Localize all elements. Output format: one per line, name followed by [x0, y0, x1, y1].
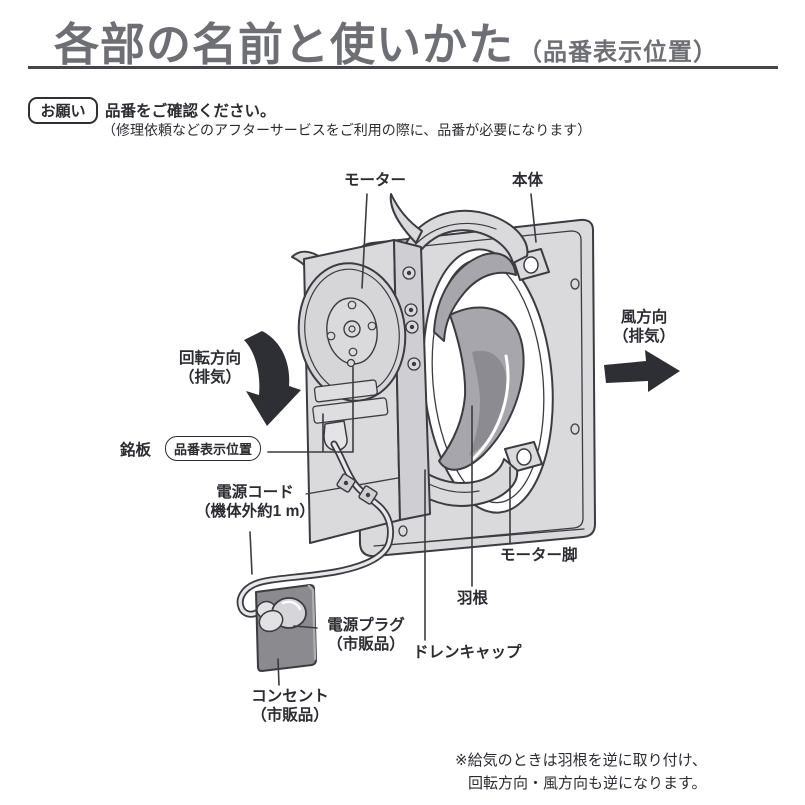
leader-lines [249, 193, 537, 686]
label-body: 本体 [512, 172, 544, 189]
label-power-plug: 電源プラグ （市販品） [327, 617, 405, 653]
nameplate [312, 379, 389, 424]
notice-heading: 品番をご確認ください。 [105, 103, 276, 120]
label-power-cord: 電源コード （機体外約1 m） [195, 484, 315, 520]
page-title-suffix: （品番表示位置） [518, 39, 719, 66]
footnote: ※給気のときは羽根を逆に取り付け、 回転方向・風方向も逆になります。 [455, 749, 707, 795]
label-motor: モーター [344, 172, 407, 189]
power-cord [236, 420, 395, 618]
rotation-arrow [244, 331, 301, 426]
corner-bosses [504, 248, 550, 473]
label-nameplate: 銘板 [120, 442, 152, 459]
nameplate-position-badge: 品番表示位置 [165, 436, 262, 461]
label-drain-cap: ドレンキャップ [413, 644, 522, 661]
notice-detail: （修理依頼などのアフターサービスをご利用の際に、品番が必要になります） [102, 122, 592, 138]
label-rotation-direction: 回転方向 （排気） [178, 350, 241, 386]
footnote-line2: 回転方向・風方向も逆になります。 [468, 775, 707, 792]
label-wind-direction: 風方向 （排気） [612, 309, 675, 345]
page-title-text: 各部の名前と使いかた [54, 19, 515, 70]
power-plug [256, 597, 307, 633]
label-motor-leg: モーター脚 [500, 547, 578, 564]
motor [297, 262, 407, 402]
label-outlet: コンセント （市販品） [251, 688, 329, 724]
footnote-line1: ※給気のときは羽根を逆に取り付け、 [455, 752, 707, 769]
title-underline [28, 66, 778, 69]
page-title: 各部の名前と使いかた（品番表示位置） [54, 8, 718, 73]
label-blade: 羽根 [457, 590, 489, 607]
notice-badge: お願い [28, 97, 98, 124]
wind-arrow [604, 350, 680, 392]
